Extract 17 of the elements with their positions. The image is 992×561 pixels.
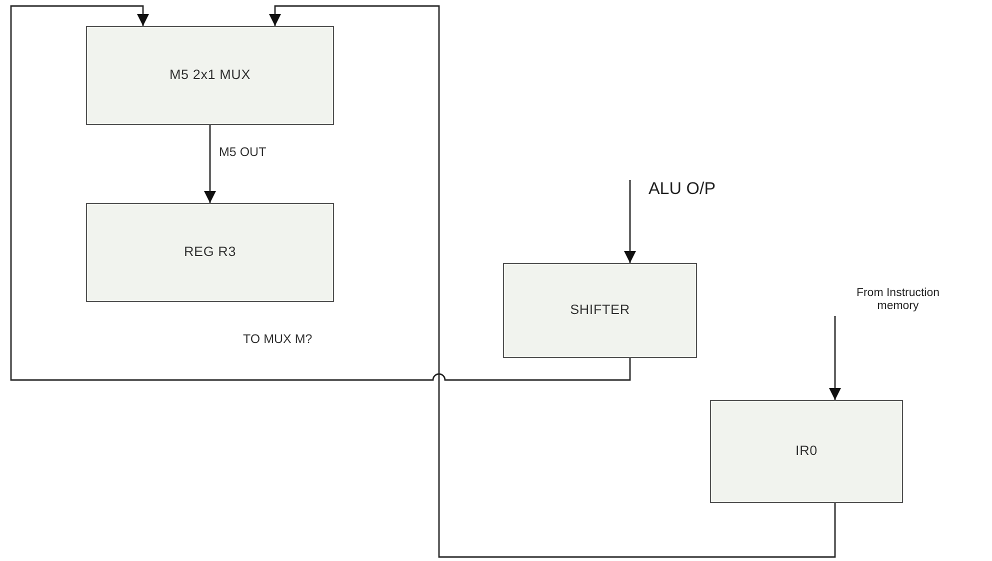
- register-box: [86, 203, 334, 302]
- shifter-box: [503, 263, 697, 358]
- note-text: TO MUX M?: [241, 332, 314, 346]
- signal-label: From Instruction memory: [833, 284, 959, 316]
- box-label: M5 2x1 MUX: [169, 67, 251, 84]
- arrow: [624, 180, 636, 263]
- edge-label: M5 OUT: [217, 145, 268, 159]
- box-label: SHIFTER: [570, 302, 630, 319]
- box-label: IR0: [796, 443, 818, 460]
- mux-box: [86, 26, 334, 125]
- box-label: REG R3: [184, 244, 236, 261]
- arrow: [204, 125, 216, 203]
- signal-label: ALU O/P: [628, 176, 724, 202]
- arrow: [10, 5, 631, 381]
- arrow: [269, 5, 836, 558]
- arrow: [829, 316, 841, 400]
- register-box: [710, 400, 903, 503]
